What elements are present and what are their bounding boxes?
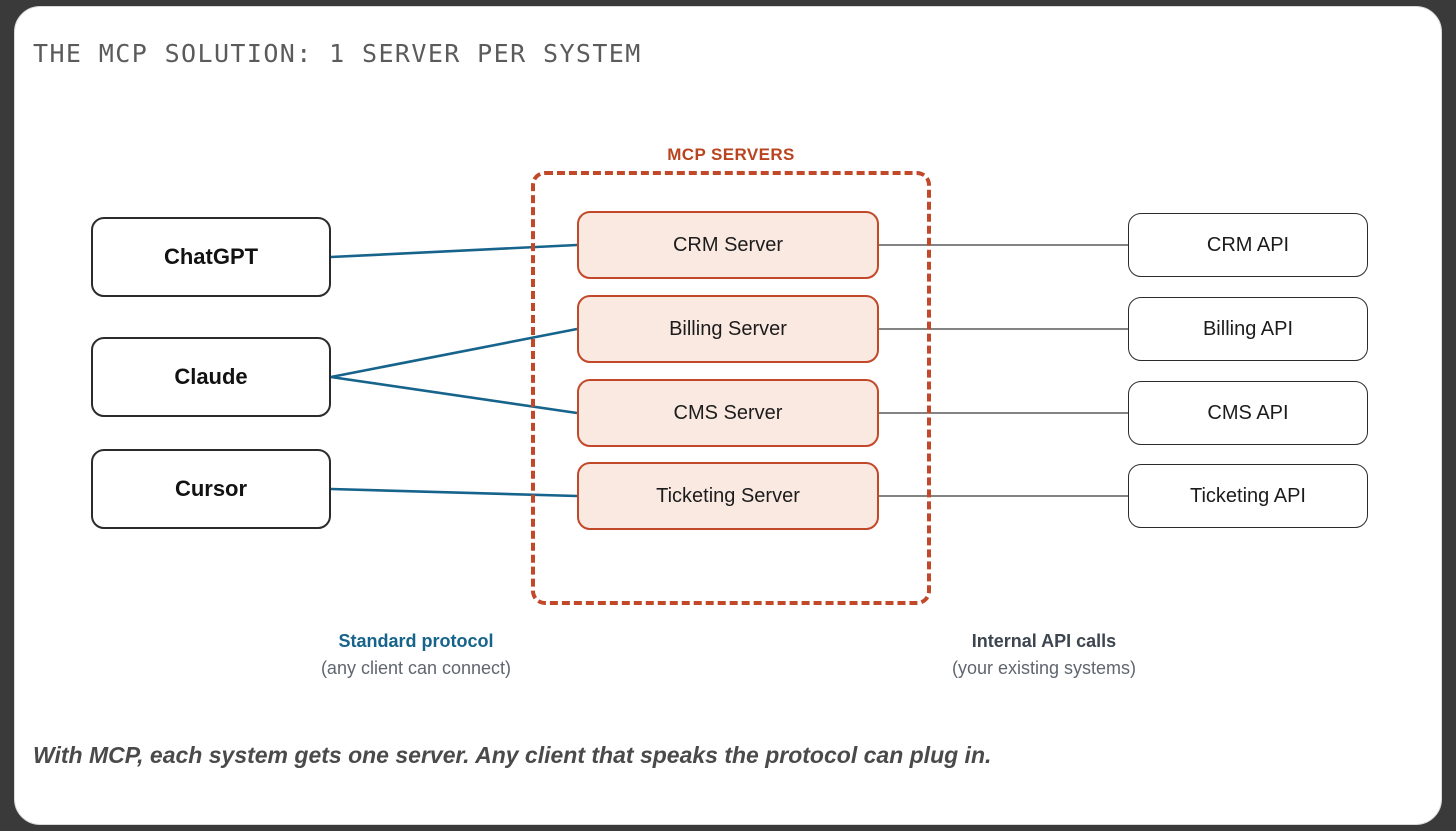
connection-layer	[330, 243, 1128, 498]
server-node-ticketing[interactable]: Ticketing Server	[577, 462, 879, 530]
api-node-ticketing[interactable]: Ticketing API	[1128, 464, 1368, 528]
legend-right-title: Internal API calls	[971, 631, 1117, 651]
api-node-billing[interactable]: Billing API	[1128, 297, 1368, 361]
server-node-cms[interactable]: CMS Server	[577, 379, 879, 447]
api-node-cms[interactable]: CMS API	[1128, 381, 1368, 445]
link-chatgpt-crm-server	[330, 243, 578, 259]
diagram-caption: With MCP, each system gets one server. A…	[33, 742, 992, 768]
api-node-crm[interactable]: CRM API	[1128, 213, 1368, 277]
legend-left-title: Standard protocol	[338, 631, 494, 651]
legend-right-subtitle: (your existing systems)	[951, 658, 1137, 678]
link-cursor-ticketing-server	[330, 487, 578, 498]
legend-standard-protocol: Standard protocol (any client can connec…	[246, 628, 586, 682]
client-node-cursor[interactable]: Cursor	[91, 449, 331, 529]
mcp-group-boundary	[531, 171, 931, 605]
legend-left-subtitle: (any client can connect)	[320, 658, 512, 678]
client-node-chatgpt[interactable]: ChatGPT	[91, 217, 331, 297]
server-node-billing[interactable]: Billing Server	[577, 295, 879, 363]
diagram-canvas: THE MCP SOLUTION: 1 SERVER PER SYSTEM MC…	[14, 6, 1442, 825]
client-node-claude[interactable]: Claude	[91, 337, 331, 417]
mcp-group-label: MCP SERVERS	[667, 145, 795, 164]
legend-internal-api-calls: Internal API calls (your existing system…	[874, 628, 1214, 682]
link-claude-cms-server	[330, 375, 578, 415]
link-claude-billing-server	[330, 327, 578, 379]
server-node-crm[interactable]: CRM Server	[577, 211, 879, 279]
page-title: THE MCP SOLUTION: 1 SERVER PER SYSTEM	[33, 39, 642, 68]
